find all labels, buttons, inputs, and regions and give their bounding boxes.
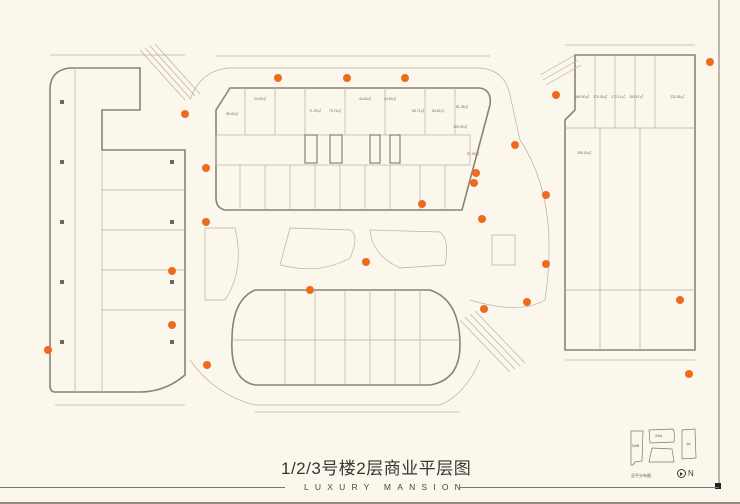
- unit-label: 44.63㎡: [359, 96, 371, 101]
- unit-label: 103.09㎡: [453, 124, 467, 129]
- building-left: [49, 43, 201, 393]
- unit-label: 44.63㎡: [384, 96, 396, 101]
- page-title: 1/2/3号楼2层商业平层图: [281, 459, 472, 478]
- building-right: [539, 54, 696, 351]
- unit-label: 150.15㎡: [577, 150, 591, 155]
- unit-label: 172.11㎡: [611, 94, 625, 99]
- stair-entrance-icon: [44, 58, 714, 378]
- north-indicator: N: [677, 469, 694, 478]
- stair-entrance-markers: [44, 58, 714, 378]
- north-arrow-icon: [677, 469, 686, 478]
- unit-label: 170.28㎡: [593, 94, 607, 99]
- subtitle-rule-right: [459, 487, 719, 488]
- unit-label: 153.67㎡: [629, 94, 643, 99]
- unit-label: 97.43㎡: [467, 151, 479, 156]
- key-plan-label: 总平分布图: [631, 473, 651, 478]
- key-block-2b: 2#B: [632, 443, 640, 448]
- unit-label: 55.40㎡: [226, 111, 238, 116]
- courtyard-island-3: [204, 227, 239, 301]
- unit-label: 51.38㎡: [456, 104, 468, 109]
- unit-labels: 24.00㎡ 55.40㎡ 71.39㎡ 79.76㎡ 44.63㎡ 44.63…: [226, 94, 684, 156]
- building-top-center: [215, 87, 492, 211]
- frame-corner: [715, 483, 721, 489]
- building-bottom-center: [231, 289, 526, 386]
- unit-label: 79.76㎡: [329, 108, 341, 113]
- key-plan: [630, 428, 697, 466]
- walkway-top: [189, 67, 521, 141]
- courtyard-island-4: [491, 234, 516, 266]
- courtyard-island-1: [279, 227, 356, 270]
- north-label: N: [688, 469, 694, 478]
- courtyard-island-2: [369, 229, 447, 269]
- unit-label: 560.50㎡: [575, 94, 589, 99]
- page-subtitle: LUXURY MANSION: [304, 482, 468, 492]
- unit-label: 24.00㎡: [254, 96, 266, 101]
- unit-label: 55.71㎡: [412, 108, 424, 113]
- subtitle-rule-left: [0, 487, 285, 488]
- unit-label: 53.62㎡: [432, 108, 444, 113]
- walkway-bottom: [189, 359, 481, 406]
- key-block-2a: 2#A: [655, 433, 663, 438]
- walkway-right: [469, 139, 550, 308]
- unit-label: 71.39㎡: [309, 108, 321, 113]
- key-block-1: 1#: [686, 441, 691, 446]
- unit-label: 232.05㎡: [670, 94, 684, 99]
- dimension-lines: [50, 44, 695, 413]
